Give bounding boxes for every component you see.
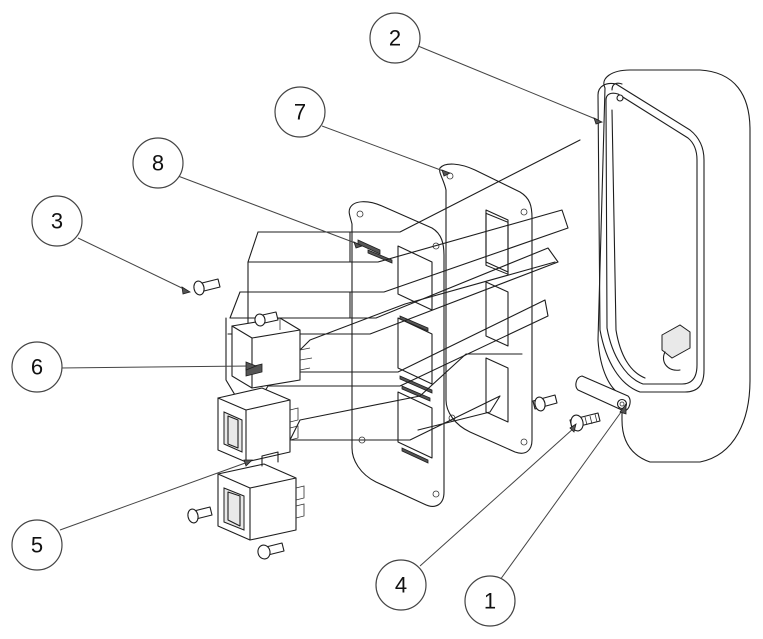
callout-label: 4 — [395, 573, 407, 598]
callout-label: 5 — [31, 533, 43, 558]
part-screws-3 — [187, 278, 285, 560]
callout-label: 8 — [152, 151, 164, 176]
callout-5: 5 — [11, 519, 63, 571]
callout-label: 2 — [389, 26, 401, 51]
part-screws-4 — [532, 394, 601, 432]
part-label-plate — [348, 201, 445, 507]
callout-label: 6 — [31, 355, 43, 380]
part-switch-upper — [231, 317, 313, 389]
part-housing — [597, 69, 751, 463]
callout-label: 3 — [51, 209, 63, 234]
callout-8: 8 — [132, 137, 184, 189]
part-rocker-switch-top — [217, 387, 299, 463]
part-rocker-switch-bottom — [217, 451, 305, 541]
callout-7: 7 — [274, 86, 326, 138]
callout-1: 1 — [464, 575, 516, 627]
callout-4: 4 — [375, 559, 427, 611]
part-rear-plate — [439, 163, 533, 454]
callout-6: 6 — [11, 341, 63, 393]
callout-label: 7 — [294, 100, 306, 125]
leader-lines — [59, 45, 627, 581]
callout-3: 3 — [31, 195, 83, 247]
callout-2: 2 — [369, 12, 421, 64]
plate-label-marks — [357, 239, 433, 464]
callout-label: 1 — [484, 589, 496, 614]
